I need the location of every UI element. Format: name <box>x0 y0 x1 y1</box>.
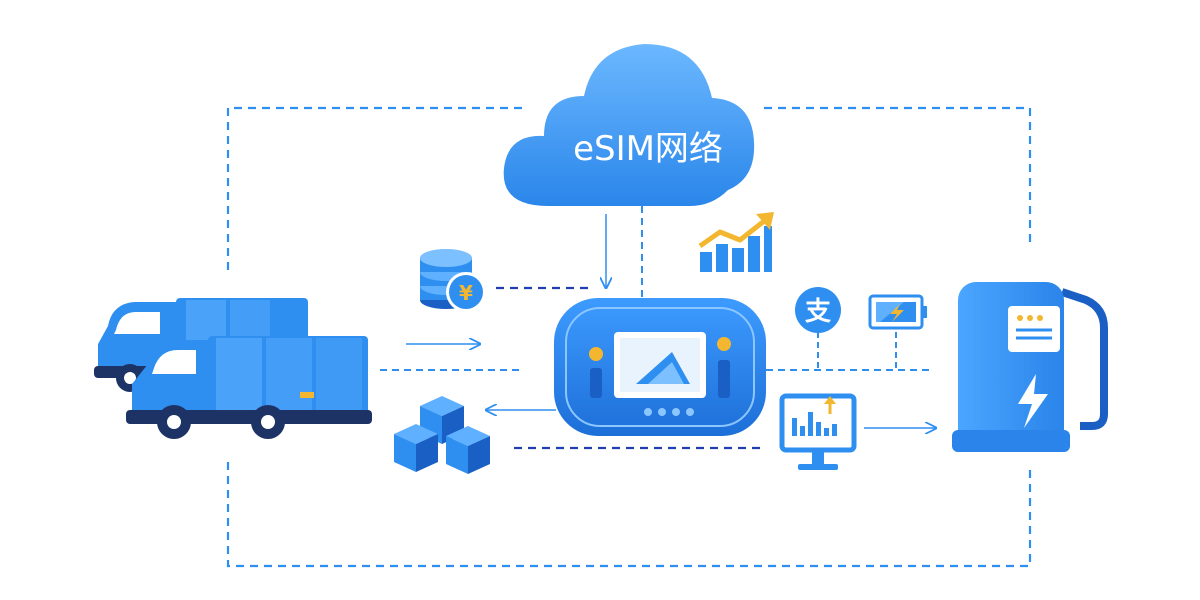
charging-station-icon <box>952 282 1108 452</box>
alipay-icon: 支 <box>795 287 841 333</box>
yuan-coin-stack-icon: ¥ <box>420 249 486 312</box>
connector-lines <box>380 206 936 450</box>
growth-chart-icon <box>698 212 774 272</box>
coin-symbol: ¥ <box>459 281 473 305</box>
handheld-terminal-icon <box>554 298 766 436</box>
pay-symbol: 支 <box>805 297 831 327</box>
cube-stack-icon <box>394 396 490 474</box>
esim-network-cloud: eSIM网络 <box>503 44 755 206</box>
data-monitor-icon <box>779 393 857 470</box>
delivery-truck-icon <box>94 298 372 439</box>
battery-charging-icon <box>868 294 927 330</box>
outer-dashed-frame <box>226 106 1032 568</box>
cloud-label: eSIM网络 <box>573 129 723 169</box>
truck-front <box>126 336 372 439</box>
